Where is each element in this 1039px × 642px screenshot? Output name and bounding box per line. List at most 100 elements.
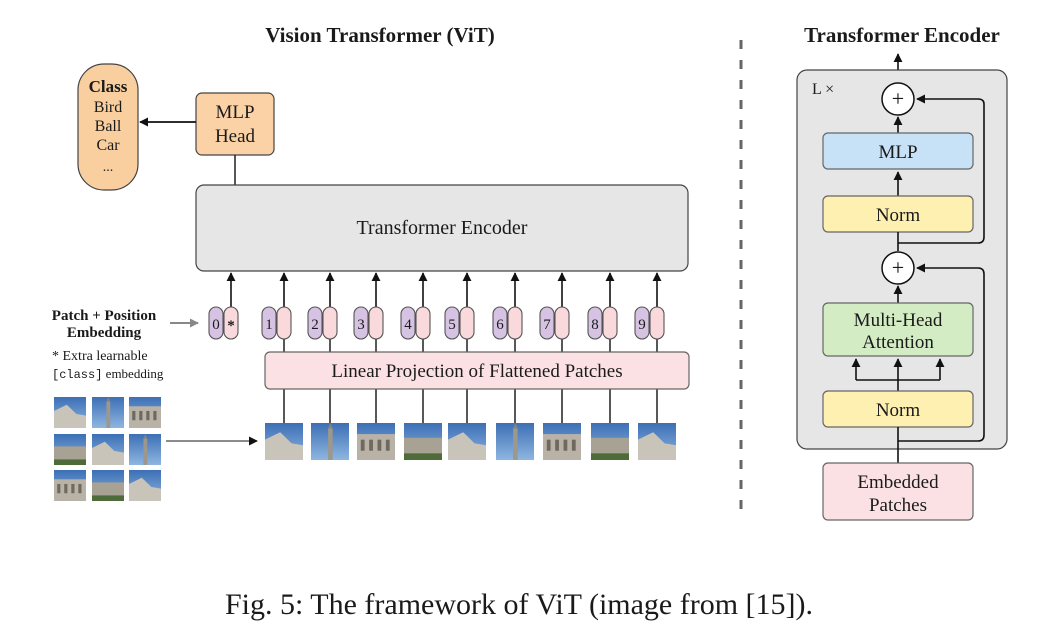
- grid-patch-6: [129, 434, 161, 465]
- attention-label-line2: Attention: [862, 332, 934, 353]
- encoder-title: Transformer Encoder: [804, 23, 1000, 47]
- grid-patch-3: [129, 397, 161, 428]
- patch-token-7: [554, 306, 570, 340]
- position-token-label-6: 6: [496, 317, 504, 333]
- class-item-ball: Ball: [95, 118, 122, 135]
- token-to-encoder-arrows: [226, 272, 662, 423]
- position-token-9: [634, 306, 650, 340]
- flattened-patch-row: [265, 423, 676, 460]
- norm-label-bottom: Norm: [876, 400, 921, 421]
- token-pair-3: 3: [353, 306, 384, 340]
- patch-token-3: [368, 306, 384, 340]
- token-pair-8: 8: [587, 306, 618, 340]
- grid-patch-4: [54, 434, 86, 465]
- class-token: [223, 306, 239, 340]
- class-item-car: Car: [96, 137, 120, 154]
- plus-symbol-middle: +: [892, 255, 904, 280]
- position-token-2: [307, 306, 323, 340]
- repeat-label: L ×: [812, 81, 834, 98]
- token-pair-6: 6: [492, 306, 523, 340]
- embedded-patches-line1: Embedded: [857, 472, 939, 493]
- token-pair-2: 2: [307, 306, 338, 340]
- grid-patch-9: [129, 470, 161, 501]
- flattened-patch-2: [311, 423, 349, 460]
- linear-projection-box: [264, 351, 690, 390]
- flattened-patch-7: [543, 423, 581, 460]
- patch-token-2: [322, 306, 338, 340]
- token-pair-1: 1: [261, 306, 292, 340]
- position-token-0: [208, 306, 224, 340]
- patch-token-1: [276, 306, 292, 340]
- vit-title: Vision Transformer (ViT): [265, 23, 494, 47]
- class-token-star: *: [227, 318, 235, 334]
- multi-head-attention-box: [822, 302, 974, 357]
- flattened-patch-6: [496, 423, 534, 460]
- patch-token-8: [602, 306, 618, 340]
- position-token-label-1: 1: [265, 317, 273, 333]
- patch-position-label-line1: Patch + Position: [52, 308, 157, 324]
- residual-add-top: [881, 82, 915, 116]
- token-pair-7: 7: [539, 306, 570, 340]
- residual-skip-top: [898, 94, 985, 244]
- transformer-encoder-label: Transformer Encoder: [357, 217, 528, 239]
- residual-skip-bottom: [898, 263, 985, 442]
- position-token-7: [539, 306, 555, 340]
- flattened-patch-1: [265, 423, 303, 460]
- token-pair-4: 4: [400, 306, 431, 340]
- position-token-label-8: 8: [591, 317, 599, 333]
- norm-label-top: Norm: [876, 205, 921, 226]
- position-token-label-5: 5: [448, 317, 456, 333]
- position-token-label-2: 2: [311, 317, 319, 333]
- flattened-patch-9: [638, 423, 676, 460]
- mlp-head-line1: MLP: [215, 102, 254, 123]
- figure-caption: Fig. 5: The framework of ViT (image from…: [225, 588, 813, 621]
- class-item-bird: Bird: [94, 99, 122, 116]
- image-patch-grid: [54, 397, 161, 501]
- mlp-box: [822, 132, 974, 170]
- position-token-5: [444, 306, 460, 340]
- grid-patch-8: [92, 470, 124, 501]
- class-embedding-note: [class] embedding: [52, 366, 164, 382]
- linear-projection-label: Linear Projection of Flattened Patches: [331, 361, 622, 382]
- position-token-label-3: 3: [357, 317, 365, 333]
- position-token-8: [587, 306, 603, 340]
- flattened-patch-4: [404, 423, 442, 460]
- patch-token-6: [507, 306, 523, 340]
- flattened-patch-5: [448, 423, 486, 460]
- embedding-word: embedding: [102, 366, 164, 381]
- token-pair-9: 9: [634, 306, 665, 340]
- class-code-token: [class]: [52, 368, 102, 382]
- patch-token-4: [415, 306, 431, 340]
- flattened-patch-8: [591, 423, 629, 460]
- token-pair-5: 5: [444, 306, 475, 340]
- grid-patch-7: [54, 470, 86, 501]
- patch-position-label-line2: Embedding: [67, 325, 142, 341]
- token-pair-0: 0*: [208, 306, 239, 340]
- patch-token-5: [459, 306, 475, 340]
- position-token-4: [400, 306, 416, 340]
- position-token-label-0: 0: [212, 317, 220, 333]
- class-item-ellipsis: ...: [103, 160, 114, 175]
- embedded-patches-line2: Patches: [869, 495, 927, 516]
- position-token-3: [353, 306, 369, 340]
- mlp-head-line2: Head: [215, 126, 256, 147]
- flattened-patch-3: [357, 423, 395, 460]
- position-token-1: [261, 306, 277, 340]
- position-token-label-9: 9: [638, 317, 646, 333]
- position-token-label-7: 7: [543, 317, 551, 333]
- grid-patch-5: [92, 434, 124, 465]
- mlp-label: MLP: [878, 142, 917, 163]
- transformer-encoder-box: [195, 184, 689, 272]
- plus-symbol-top: +: [892, 86, 904, 111]
- grid-patch-2: [92, 397, 124, 428]
- class-output-box: [77, 63, 139, 191]
- grid-patch-1: [54, 397, 86, 428]
- residual-add-middle: [881, 251, 915, 285]
- class-output-title: Class: [89, 77, 128, 96]
- extra-learnable-note: * Extra learnable: [52, 349, 148, 364]
- position-token-label-4: 4: [404, 317, 412, 333]
- embedded-patches-box: [822, 462, 974, 521]
- position-token-6: [492, 306, 508, 340]
